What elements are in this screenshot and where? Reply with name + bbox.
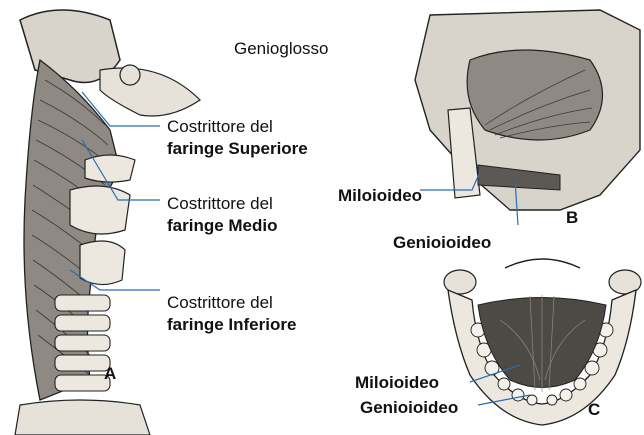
label-b-genioioideo: Genioioideo [393, 232, 491, 254]
label-b-miloioideo: Miloioideo [338, 185, 422, 207]
label-medio: Costrittore del faringe Medio [167, 193, 278, 237]
label-inferiore-line1: Costrittore del [167, 292, 296, 314]
label-medio-line2: faringe Medio [167, 215, 278, 237]
label-medio-line1: Costrittore del [167, 193, 278, 215]
label-inferiore-line2: faringe Inferiore [167, 314, 296, 336]
panel-c-illustration [444, 259, 641, 425]
panel-b-illustration [415, 10, 640, 225]
label-superiore-line2: faringe Superiore [167, 138, 308, 160]
panel-letter-c: C [588, 400, 600, 420]
panel-letter-b: B [566, 208, 578, 228]
label-genioglosso: Genioglosso [234, 38, 329, 60]
label-superiore: Costrittore del faringe Superiore [167, 116, 308, 160]
panel-letter-a: A [104, 364, 116, 384]
label-inferiore: Costrittore del faringe Inferiore [167, 292, 296, 336]
label-c-genioioideo: Genioioideo [360, 397, 458, 419]
label-superiore-line1: Costrittore del [167, 116, 308, 138]
label-c-miloioideo: Miloioideo [355, 372, 439, 394]
